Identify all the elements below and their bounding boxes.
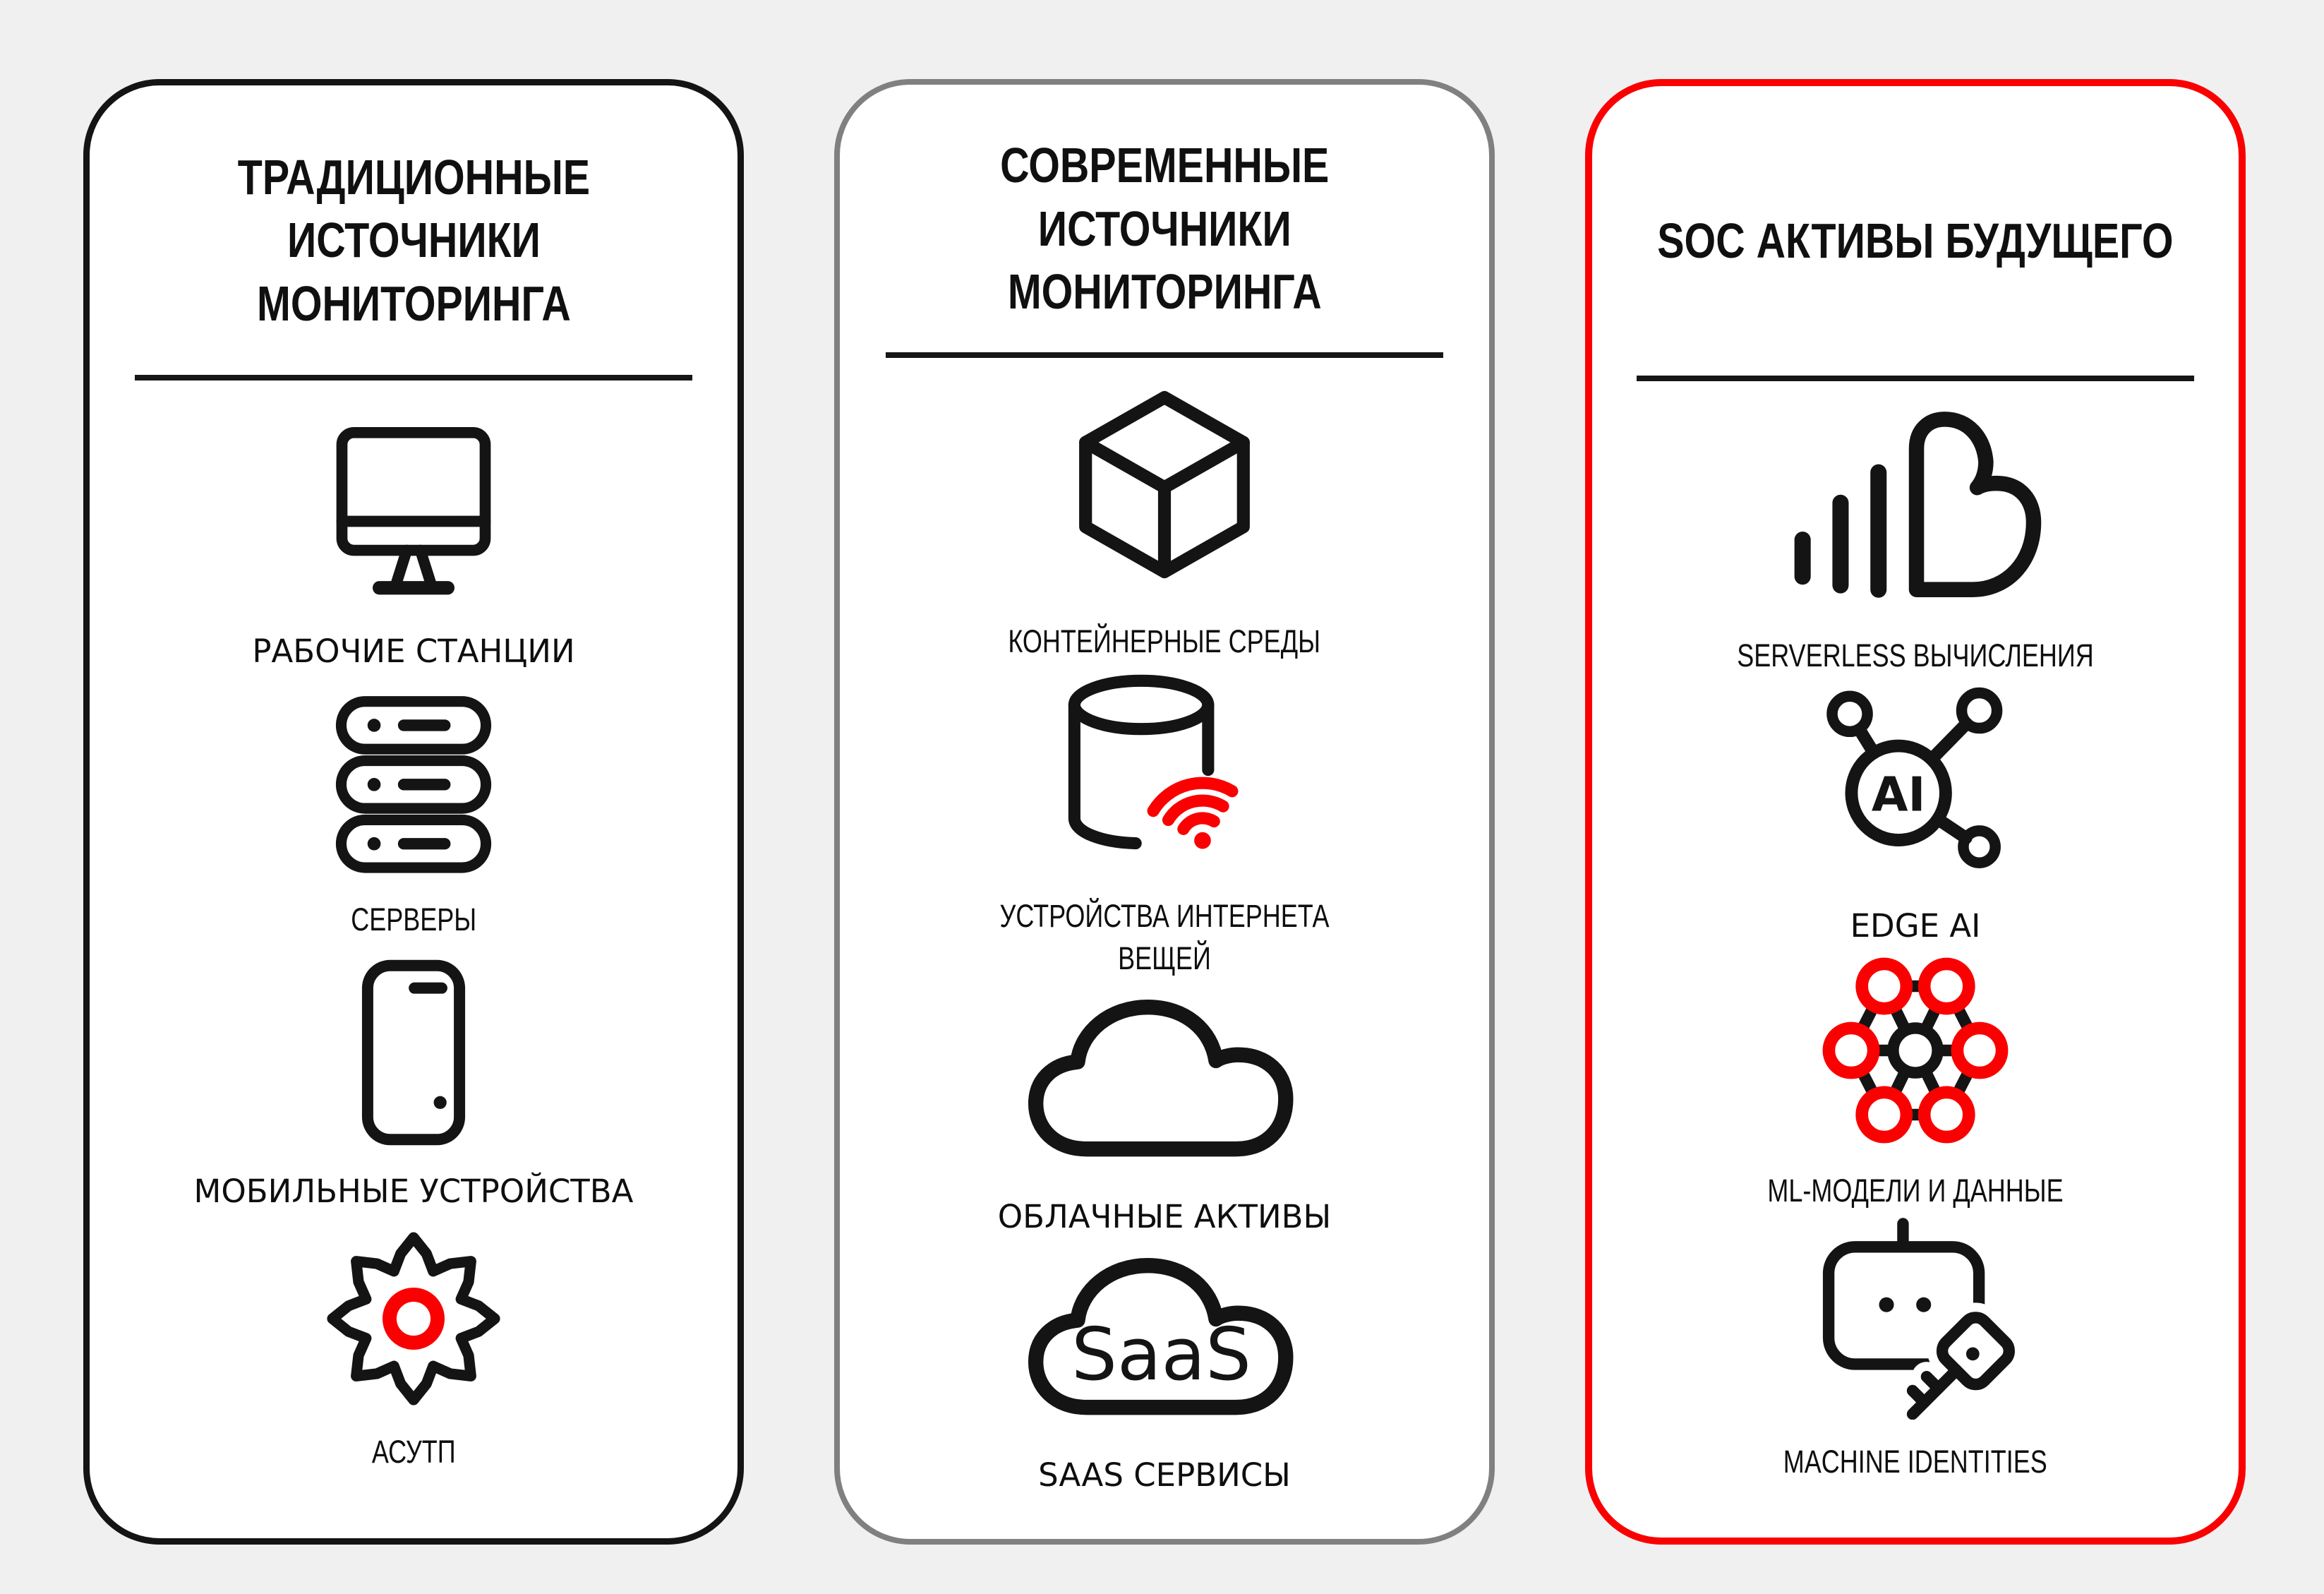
list-item: УСТРОЙСТВА ИНТЕРНЕТА ВЕЩЕЙ [932,662,1397,979]
list-item: ОБЛАЧНЫЕ АКТИВЫ [997,979,1332,1238]
title-line: ИСТОЧНИКИ [287,212,541,268]
list-item: AI EDGE AI [1814,682,2016,947]
saas-icon-text: SaaS [1071,1313,1251,1397]
item-label: ML-МОДЕЛИ И ДАННЫЕ [1767,1173,2064,1209]
items-list: SERVERLESS ВЫЧИСЛЕНИЯ AI EDGE AI [1592,381,2239,1538]
item-label: КОНТЕЙНЕРНЫЕ СРЕДЫ [1008,623,1321,659]
saas-cloud-icon: SaaS [1028,1258,1294,1415]
list-item: РАБОЧИЕ СТАНЦИИ [252,417,575,672]
item-label: МОБИЛЬНЫЕ УСТРОЙСТВА [193,1173,634,1211]
ml-network-icon [1822,957,2009,1144]
item-label: РАБОЧИЕ СТАНЦИИ [252,633,575,671]
list-item: СЕРВЕРЫ [315,688,512,940]
card-future-soc-assets: SOC АКТИВЫ БУДУЩЕГО SERVERLESS ВЫЧИСЛЕНИ… [1585,79,2246,1545]
key-icon [1897,1302,2024,1420]
ai-icon-text: AI [1872,767,1925,822]
cloud-icon [1028,999,1294,1157]
list-item: МОБИЛЬНЫЕ УСТРОЙСТВА [193,956,634,1212]
card-title-block: SOC АКТИВЫ БУДУЩЕГО [1601,136,2230,347]
title-line: ИСТОЧНИКИ [1037,200,1292,256]
items-list: РАБОЧИЕ СТАНЦИИ СЕРВЕРЫ [90,380,737,1538]
list-item: SERVERLESS ВЫЧИСЛЕНИЯ [1692,407,2138,676]
card-title: ТРАДИЦИОННЫЕ ИСТОЧНИКИ МОНИТОРИНГА [237,146,589,336]
title-line: МОНИТОРИНГА [256,275,571,331]
gear-icon [327,1232,500,1406]
iot-database-icon [1068,674,1239,850]
title-underline [886,352,1443,358]
serverless-cloud-icon [1794,412,2042,599]
server-stack-icon [335,695,492,873]
smartphone-icon [361,959,466,1146]
title-line: СОВРЕМЕННЫЕ [999,138,1330,193]
card-modern-sources: СОВРЕМЕННЫЕ ИСТОЧНИКИ МОНИТОРИНГА КОНТЕЙ… [834,79,1495,1545]
item-label: СЕРВЕРЫ [351,901,476,937]
item-label: SAAS СЕРВИСЫ [1038,1456,1291,1494]
item-label: АСУТП [371,1434,456,1470]
desktop-icon [336,427,491,595]
cube-icon [1079,390,1250,578]
title-underline [1637,376,2194,381]
item-label: УСТРОЙСТВА ИНТЕРНЕТА ВЕЩЕЙ [999,898,1330,976]
title-line: SOC АКТИВЫ БУДУЩЕГО [1657,213,2174,269]
card-title-block: ТРАДИЦИОННЫЕ ИСТОЧНИКИ МОНИТОРИНГА [199,135,629,347]
edge-ai-icon: AI [1826,688,2003,869]
card-title: SOC АКТИВЫ БУДУЩЕГО [1657,210,2173,273]
title-line: МОНИТОРИНГА [1007,264,1322,320]
item-label: MACHINE IDENTITIES [1783,1444,2048,1480]
item-label: ОБЛАЧНЫЕ АКТИВЫ [997,1197,1332,1235]
items-list: КОНТЕЙНЕРНЫЕ СРЕДЫ УСТРОЙСТВА ИНТЕРНЕТА … [840,358,1489,1546]
wifi-icon [1147,777,1239,849]
card-title-block: СОВРЕМЕННЫЕ ИСТОЧНИКИ МОНИТОРИНГА [964,134,1366,324]
list-item: SaaS SAAS СЕРВИСЫ [1015,1238,1315,1496]
title-underline [135,375,692,380]
list-item: MACHINE IDENTITIES [1750,1217,2081,1482]
item-label: EDGE AI [1850,907,1981,945]
list-item: ML-МОДЕЛИ И ДАННЫЕ [1730,952,2100,1211]
title-line: ТРАДИЦИОННЫЕ [237,149,590,205]
card-traditional-sources: ТРАДИЦИОННЫЕ ИСТОЧНИКИ МОНИТОРИНГА РАБОЧ… [83,79,744,1545]
item-label: SERVERLESS ВЫЧИСЛЕНИЯ [1737,637,2094,674]
card-title: СОВРЕМЕННЫЕ ИСТОЧНИКИ МОНИТОРИНГА [1000,134,1329,324]
robot-key-icon [1822,1218,2024,1420]
list-item: АСУТП [323,1228,505,1473]
list-item: КОНТЕЙНЕРНЫЕ СРЕДЫ [969,379,1359,662]
